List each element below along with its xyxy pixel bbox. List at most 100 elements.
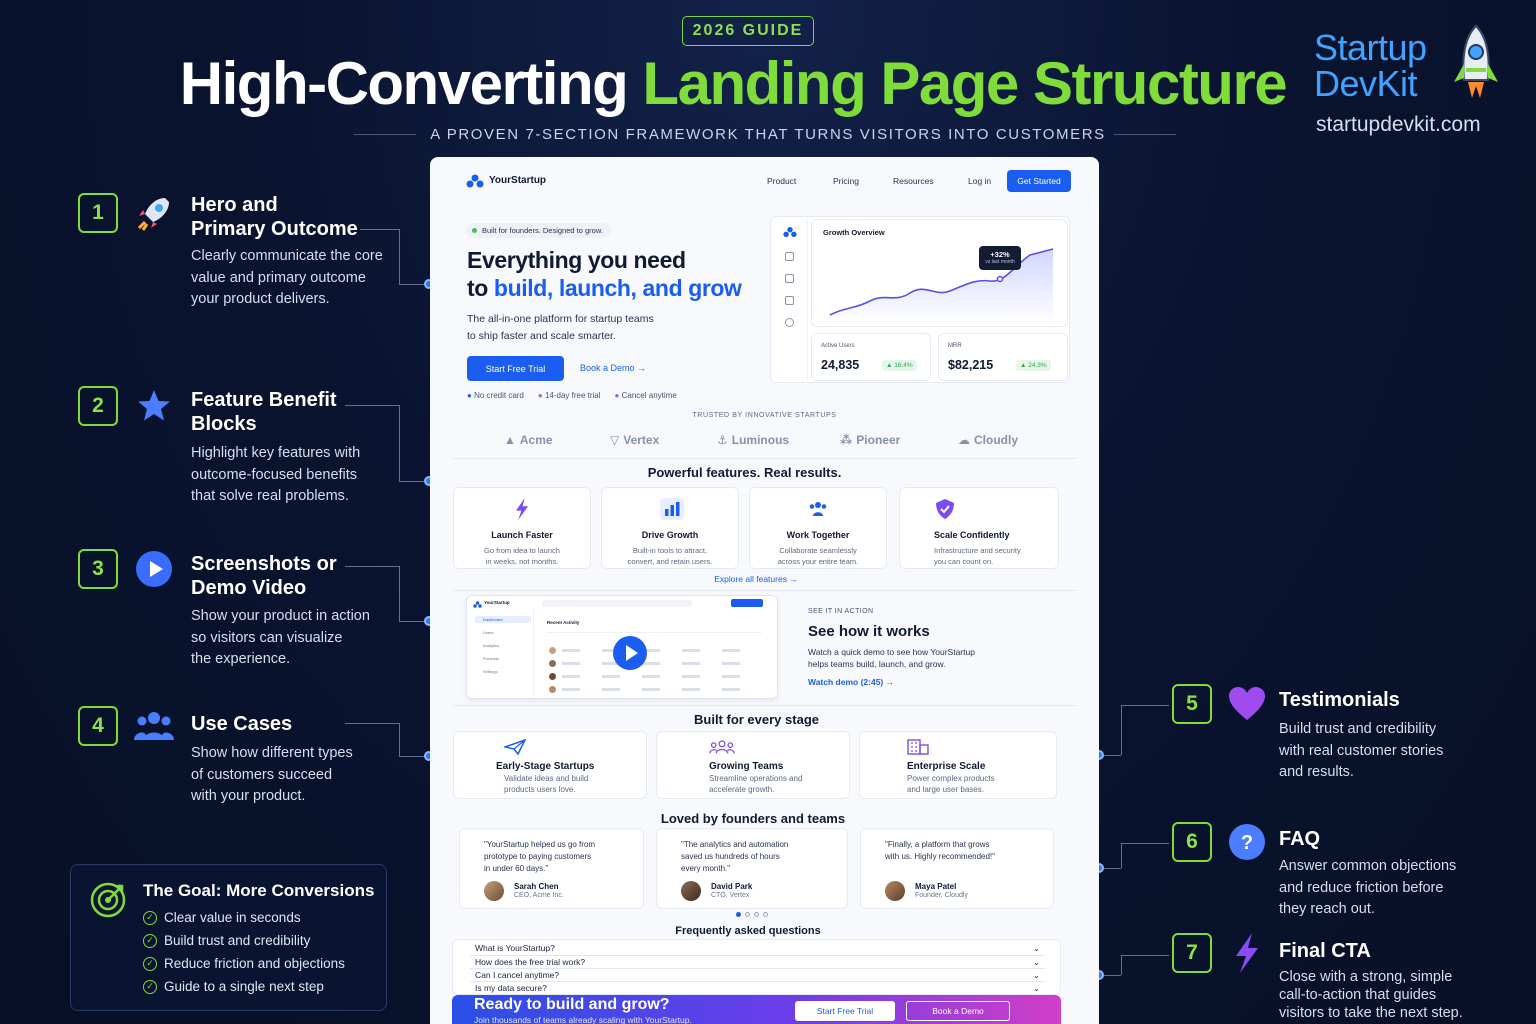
shot-side-item: Products (483, 656, 499, 661)
avatar (681, 881, 701, 901)
goal-box: The Goal: More Conversions ✓Clear value … (70, 864, 387, 1011)
chart-icon (785, 274, 794, 283)
shot-side-item: Settings (483, 669, 498, 674)
shot-search (542, 600, 692, 607)
faq-heading: Frequently asked questions (675, 925, 821, 937)
chevron-down-icon: ⌄ (1032, 943, 1040, 953)
book-demo-link[interactable]: Book a Demo → (580, 363, 647, 373)
nav-resources[interactable]: Resources (893, 176, 934, 186)
growth-tooltip: +32% vs last month (979, 246, 1021, 270)
hero-checks: ● No credit card ● 14-day free trial ● C… (467, 391, 677, 400)
cta-heading: Ready to build and grow? (474, 996, 670, 1013)
connector-6 (1121, 843, 1169, 868)
divider-left (354, 134, 416, 135)
chevron-down-icon: ⌄ (1032, 983, 1040, 993)
carousel-dots[interactable] (736, 912, 768, 917)
pill-dot (472, 228, 477, 233)
start-free-trial-button[interactable]: Start Free Trial (467, 356, 564, 381)
step-number-3: 3 (78, 549, 118, 589)
demo-screenshot[interactable]: YourStartup Dashboard Users Analytics Pr… (466, 595, 778, 699)
check-icon: ✓ (143, 933, 157, 948)
logo-luminous: ⚓Luminous (717, 433, 790, 447)
rocket-logo-icon (1454, 24, 1498, 98)
section-6-title: FAQ (1279, 828, 1321, 850)
check-icon: ● (467, 391, 472, 400)
step-number-6: 6 (1172, 822, 1212, 862)
check-icon: ✓ (143, 956, 157, 971)
logo-pioneer: ⁂Pioneer (840, 433, 901, 447)
faq-item[interactable]: How does the free trial work?⌄ (475, 957, 1040, 967)
cta-sub: Join thousands of teams already scaling … (474, 1015, 692, 1024)
brand-mark-icon (473, 601, 482, 608)
avatar (885, 881, 905, 901)
logo-cloudly: ☁Cloudly (958, 433, 1018, 447)
goal-item: ✓Guide to a single next step (143, 979, 324, 994)
nav-login[interactable]: Log in (968, 176, 992, 186)
watch-demo-link[interactable]: Watch demo (2:45) → (808, 677, 895, 687)
bar-chart-icon (660, 498, 684, 520)
connector-7 (1121, 955, 1169, 975)
features-heading: Powerful features. Real results. (647, 465, 842, 480)
hero-h1-line1: Everything you need (467, 247, 686, 273)
faq-item[interactable]: What is YourStartup?⌄ (475, 943, 1040, 953)
nav-product[interactable]: Product (767, 176, 797, 186)
trusted-label: TRUSTED BY INNOVATIVE STARTUPS (692, 412, 837, 419)
cta-start-trial-button[interactable]: Start Free Trial (795, 1001, 895, 1021)
logo-vertex: ▽Vertex (610, 433, 660, 447)
check-icon: ✓ (143, 979, 157, 994)
nav-pricing[interactable]: Pricing (833, 176, 859, 186)
question-icon: ? (1227, 822, 1267, 862)
users-icon (809, 502, 827, 516)
connector-1 (360, 229, 400, 285)
mock-brand[interactable]: YourStartup (489, 175, 547, 186)
shot-side-item: Analytics (483, 643, 500, 648)
play-button-icon[interactable] (612, 635, 648, 671)
get-started-button[interactable]: Get Started (1007, 170, 1071, 192)
demo-paragraph: Watch a quick demo to see how YourStartu… (808, 647, 975, 669)
rocket-icon (134, 193, 174, 233)
connector-3 (345, 566, 400, 622)
stat2-label: MRR (948, 343, 962, 349)
step-number-5: 5 (1172, 684, 1212, 724)
brand-mark-icon (466, 174, 484, 188)
settings-icon (785, 318, 794, 327)
play-icon (134, 549, 174, 589)
explore-features-link[interactable]: Explore all features → (714, 574, 798, 584)
shot-heading: Recent Activity (547, 620, 580, 625)
lightning-icon (515, 498, 529, 520)
landing-page-mockup: YourStartup Product Pricing Resources Lo… (430, 157, 1099, 1024)
goal-item: ✓Reduce friction and objections (143, 956, 345, 971)
active-users-card (811, 333, 931, 381)
cta-book-demo-button[interactable]: Book a Demo (906, 1001, 1010, 1021)
hero-paragraph: The all-in-one platform for startup team… (467, 313, 654, 342)
faq-item[interactable]: Can I cancel anytime?⌄ (475, 970, 1040, 980)
step-number-2: 2 (78, 386, 118, 426)
brand-url[interactable]: startupdevkit.com (1316, 113, 1481, 136)
mrr-card (938, 333, 1068, 381)
dashboard-sidebar (772, 218, 808, 381)
hero-pill: Built for founders. Designed to grow. (466, 223, 611, 238)
faq-item[interactable]: Is my data secure?⌄ (475, 983, 1040, 993)
goal-item: ✓Clear value in seconds (143, 910, 301, 925)
users-icon (134, 706, 174, 746)
users-icon (709, 740, 735, 754)
stat2-delta: ▲ 24.3% (1016, 360, 1051, 371)
final-cta-banner: Ready to build and grow? Join thousands … (452, 995, 1061, 1024)
demo-heading: See how it works (808, 623, 930, 640)
building-icon (907, 739, 929, 755)
